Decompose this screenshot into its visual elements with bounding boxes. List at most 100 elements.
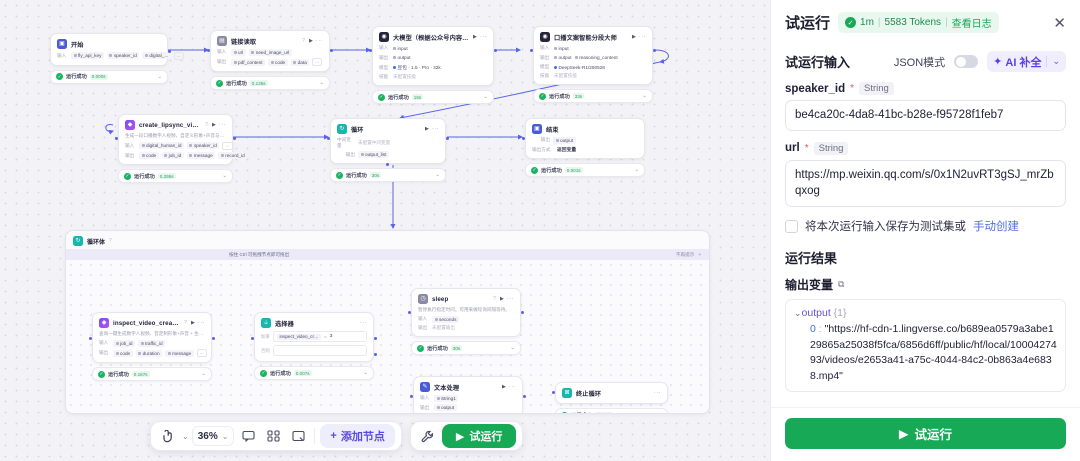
output-json-viewer[interactable]: ⌄output {1} 0 : "https://hf-cdn-1.lingve…: [785, 299, 1066, 392]
node-status[interactable]: ✓ 运行成功 30s ⌄: [330, 168, 446, 182]
output-port[interactable]: [330, 49, 333, 52]
chevron-down-icon[interactable]: ⌄: [642, 93, 647, 99]
chevron-down-icon[interactable]: ⌄: [657, 412, 662, 413]
more-icon[interactable]: ···: [218, 122, 226, 128]
node-actions[interactable]: ▶ ···: [425, 126, 439, 132]
cursor-icon[interactable]: [157, 425, 179, 447]
play-icon[interactable]: ▶: [499, 296, 504, 302]
comment-icon[interactable]: [237, 425, 259, 447]
manual-create-link[interactable]: 手动创建: [973, 221, 1019, 234]
input-port[interactable]: [251, 337, 254, 340]
toolbar-run-group[interactable]: ▶ 试运行: [409, 421, 524, 451]
play-icon[interactable]: ▶: [211, 122, 216, 128]
node-actions[interactable]: ▶ ···: [191, 320, 205, 326]
token-status-badge[interactable]: ✓ 1m | 5583 Tokens | 查看日志: [838, 12, 999, 33]
node-llm-content[interactable]: ◉ 大模型（根据公众号内容生成视… ▶ ··· 输入 input 输出 outp…: [369, 26, 497, 104]
output-port-if[interactable]: [374, 337, 377, 340]
json-mode-toggle[interactable]: [954, 55, 979, 68]
workflow-canvas[interactable]: ▣ 开始 输入 fly_api_key speaker_id digital_.…: [0, 0, 770, 461]
input-port[interactable]: [115, 137, 118, 140]
output-port[interactable]: [653, 49, 656, 52]
node-card[interactable]: ▤ 链接读取 ? ▶ ··· 输入 url need_image_url 输出 …: [210, 30, 330, 72]
node-loop[interactable]: ↻ 循环 ▶ ··· 中间变量 未配置中间变量 输出 output_list: [327, 118, 449, 182]
close-icon[interactable]: ✕: [1053, 14, 1066, 32]
json-root-line[interactable]: ⌄output {1}: [794, 306, 1057, 322]
chevron-down-icon[interactable]: ⌄: [157, 73, 162, 80]
node-card[interactable]: ◉ 大模型（根据公众号内容生成视… ▶ ··· 输入 input 输出 outp…: [372, 26, 494, 86]
panel-run-button[interactable]: ▶ 试运行: [785, 418, 1066, 449]
dismiss-hint-label[interactable]: 不再提示: [675, 251, 695, 257]
loop-body-canvas[interactable]: ◆ inspect_video_creation_sta… ? ▶ ··· 查询…: [66, 260, 709, 413]
node-status[interactable]: ✓ 运行成功 0.295s ⌄: [118, 169, 233, 184]
play-icon[interactable]: ▶: [631, 34, 636, 40]
play-icon[interactable]: ▶: [190, 320, 195, 326]
more-icon[interactable]: ···: [506, 296, 514, 302]
node-status[interactable]: ✓ 运行成功 30s ⌄: [411, 341, 521, 356]
wrench-icon[interactable]: [417, 425, 439, 447]
canvas-toolbar[interactable]: ⌄ 36% ⌄: [150, 421, 524, 451]
output-port-else[interactable]: [374, 353, 377, 356]
input-port[interactable]: [530, 49, 533, 52]
io-more[interactable]: ...: [173, 51, 184, 60]
node-status[interactable]: ✓ 运行成功 15s ⌄: [372, 90, 494, 104]
node-text-processing[interactable]: ✎ 文本处理 ▶ ··· 输入 String1 输出: [410, 376, 526, 413]
layout-icon[interactable]: [262, 425, 284, 447]
node-actions[interactable]: ▶ ···: [309, 38, 323, 44]
more-icon[interactable]: ···: [431, 126, 439, 132]
chevron-down-icon[interactable]: ⌄: [201, 371, 206, 378]
help-icon[interactable]: ?: [205, 122, 208, 128]
condition-box[interactable]: inspect_video_cr… = 3: [273, 331, 367, 342]
output-port[interactable]: [494, 49, 497, 52]
node-sleep[interactable]: ◷ sleep ? ▶ ··· 暂停执行指定时间，可用来做轮询间隔等待。 输入 …: [408, 288, 524, 356]
node-status[interactable]: ✓ 运行成功 0.006s ⌄: [555, 408, 668, 413]
input-port[interactable]: [369, 49, 372, 52]
input-port[interactable]: [408, 311, 411, 314]
help-icon[interactable]: ?: [302, 38, 305, 44]
node-status[interactable]: ✓ 运行成功 0.167s ⌄: [92, 367, 212, 382]
node-status[interactable]: ✓ 运行成功 0.135s ⌄: [210, 76, 330, 90]
chevron-down-icon[interactable]: ⌄: [435, 172, 440, 178]
node-card[interactable]: ◷ sleep ? ▶ ··· 暂停执行指定时间，可用来做轮询间隔等待。 输入 …: [411, 288, 521, 338]
node-break-loop[interactable]: ⊠ 终止循环 ··· ✓ 运行成功 0.006s ⌄: [552, 382, 668, 413]
node-status[interactable]: ✓ 运行成功 0.001s ⌄: [525, 163, 645, 177]
node-card[interactable]: ◆ inspect_video_creation_sta… ? ▶ ··· 查询…: [92, 312, 212, 364]
node-card[interactable]: ⫝ 选择器 ··· 如果 inspect_video_cr… = 3: [254, 312, 374, 362]
io-more[interactable]: ...: [312, 58, 323, 66]
speaker-id-input[interactable]: be4ca20c-4da8-41bc-b28e-f95728f1feb7: [785, 100, 1066, 131]
node-card[interactable]: ⊠ 终止循环 ···: [555, 382, 668, 404]
node-status[interactable]: ✓ 运行成功 0.007s ⌄: [254, 366, 374, 380]
more-icon[interactable]: ···: [638, 34, 646, 40]
minimap-icon[interactable]: [287, 425, 309, 447]
io-more[interactable]: ...: [222, 141, 233, 150]
condition-box[interactable]: [273, 345, 367, 356]
node-actions[interactable]: ▶ ···: [473, 34, 487, 40]
more-icon[interactable]: ···: [653, 390, 661, 396]
node-card[interactable]: ◆ create_lipsync_video2 ? ▶ ··· 生成一段口播数字…: [118, 114, 248, 166]
output-port[interactable]: [521, 311, 524, 314]
more-icon[interactable]: ···: [508, 384, 516, 390]
chevron-down-icon[interactable]: ⌄: [319, 80, 324, 86]
chevron-down-icon[interactable]: ⌄: [363, 370, 368, 376]
node-card[interactable]: ↻ 循环 ▶ ··· 中间变量 未配置中间变量 输出 output_list: [330, 118, 446, 164]
node-selector[interactable]: ⫝ 选择器 ··· 如果 inspect_video_cr… = 3: [251, 312, 377, 380]
node-llm-split[interactable]: ◉ 口播文案智能分段大师 ▶ ··· 输入 input 输出 output re…: [530, 26, 656, 103]
node-actions[interactable]: ▶ ···: [632, 34, 646, 40]
node-card[interactable]: ▣ 开始 输入 fly_api_key speaker_id digital_.…: [50, 33, 184, 66]
play-icon[interactable]: ▶: [501, 384, 506, 390]
input-port[interactable]: [89, 337, 92, 340]
loop-hint-actions[interactable]: 不再提示 ×: [676, 252, 701, 258]
node-end[interactable]: ▣ 结束 输出 output 输出方式 返回变量 ✓ 运行成功 0.001s ⌄: [522, 118, 645, 177]
help-icon[interactable]: ?: [184, 320, 187, 326]
io-more[interactable]: ...: [196, 349, 207, 358]
toolbar-main-group[interactable]: ⌄ 36% ⌄: [150, 421, 402, 451]
node-status[interactable]: ✓ 运行成功 33s ⌄: [533, 89, 653, 103]
help-icon[interactable]: ?: [109, 238, 112, 244]
play-icon[interactable]: ▶: [424, 126, 429, 132]
node-link-read[interactable]: ▤ 链接读取 ? ▶ ··· 输入 url need_image_url 输出 …: [207, 30, 333, 90]
close-icon[interactable]: ×: [698, 252, 701, 257]
chevron-down-icon[interactable]: ⌄: [483, 94, 488, 100]
play-icon[interactable]: ▶: [308, 38, 313, 44]
node-actions[interactable]: ▶ ···: [500, 296, 514, 302]
node-start[interactable]: ▣ 开始 输入 fly_api_key speaker_id digital_.…: [50, 33, 184, 84]
cursor-dropdown-caret-icon[interactable]: ⌄: [182, 431, 189, 441]
